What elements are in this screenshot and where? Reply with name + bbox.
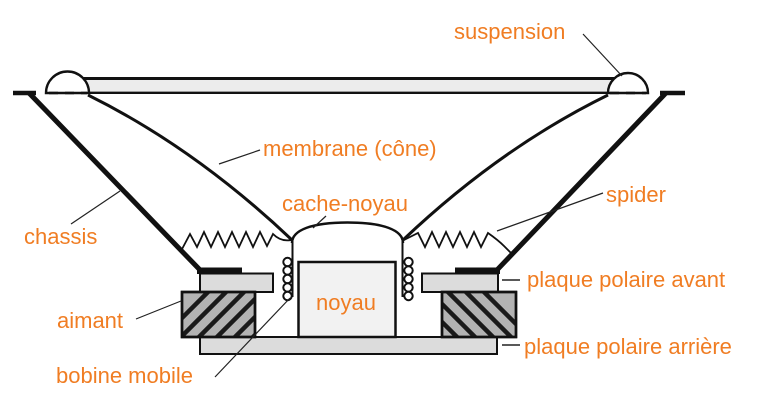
label-bobine-mobile: bobine mobile	[56, 363, 193, 388]
leader-spider	[496, 192, 604, 232]
label-noyau: noyau	[316, 290, 376, 315]
label-membrane: membrane (cône)	[263, 136, 437, 161]
spider-spring-right	[403, 229, 513, 255]
chassis-foot-right	[455, 267, 500, 274]
membrane-cone-right	[401, 93, 609, 242]
label-plaque-avant: plaque polaire avant	[527, 267, 726, 292]
dust-cap-arch	[290, 221, 405, 244]
front-pole-plate-right	[421, 272, 499, 293]
leader-bobine-mobile	[214, 297, 291, 378]
leader-aimant	[135, 300, 182, 320]
magnet-left	[180, 290, 257, 339]
leader-membrane	[218, 149, 261, 165]
label-chassis: chassis	[24, 224, 98, 249]
label-cache-noyau: cache-noyau	[282, 191, 408, 216]
label-spider: spider	[606, 182, 666, 207]
coil-turns-right	[403, 256, 414, 302]
suspension-roll-right	[606, 71, 650, 95]
core-block	[297, 260, 397, 339]
coil-turns-left	[282, 256, 293, 302]
suspension-roll-left	[44, 70, 91, 95]
chassis-wall-left	[27, 91, 204, 274]
leader-chassis	[70, 190, 121, 225]
membrane-cone-left	[87, 93, 294, 242]
diagonal-hatch-icon	[182, 292, 255, 337]
diagonal-hatch-icon	[442, 292, 516, 337]
front-gasket-bar	[70, 77, 618, 95]
chassis-foot-left	[197, 267, 242, 274]
label-aimant: aimant	[57, 308, 124, 333]
leader-suspension	[582, 33, 623, 77]
label-plaque-arriere: plaque polaire arrière	[524, 334, 732, 359]
chassis-wall-right	[493, 91, 668, 274]
front-pole-plate-left	[199, 272, 274, 293]
leader-cache-noyau	[312, 215, 327, 229]
spider-spring-left	[180, 229, 292, 252]
label-suspension: suspension	[454, 19, 566, 44]
magnet-right	[440, 290, 518, 339]
leader-lines	[70, 33, 623, 378]
